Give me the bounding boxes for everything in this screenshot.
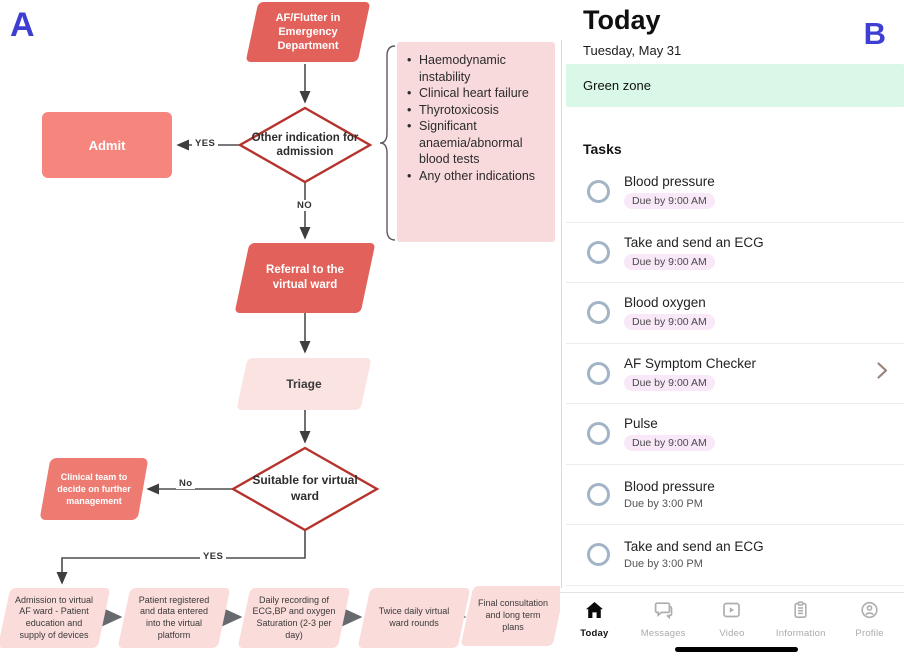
flow-step-1: Admission to virtual AF ward - Patient e… [0,588,111,648]
flow-step-2: Patient registered and data entered into… [117,588,231,648]
indication-item: Haemodynamic instability [407,52,547,85]
flow-node-referral: Referral to the virtual ward [234,243,376,313]
task-body: Take and send an ECG Due by 3:00 PM [624,539,764,570]
tab-video[interactable]: Video [698,593,767,648]
task-body: Blood oxygen Due by 9:00 AM [624,295,715,331]
edge-label-no2: No [176,478,196,489]
flow-node-start: AF/Flutter in Emergency Department [245,2,371,62]
tab-label: Messages [640,628,686,639]
task-due-text: Due by 3:00 PM [624,558,703,571]
video-icon [721,600,742,625]
home-indicator[interactable] [675,647,798,652]
flow-node-clinical-team: Clinical team to decide on further manag… [39,458,149,520]
task-title: Take and send an ECG [624,234,764,250]
decision-suitable-label: Suitable for virtual ward [252,473,358,503]
tab-label: Today [580,628,609,639]
flow-step-1-label: Admission to virtual AF ward - Patient e… [14,594,94,640]
panel-b-app: B Today Tuesday, May 31 Green zone Tasks… [560,0,904,660]
flow-node-triage-label: Triage [286,377,322,391]
task-due-badge: Due by 9:00 AM [624,253,715,270]
task-body: Take and send an ECG Due by 9:00 AM [624,235,764,270]
task-checkbox[interactable] [587,240,610,264]
task-checkbox[interactable] [587,301,610,325]
home-icon [584,600,605,625]
task-checkbox[interactable] [587,482,610,506]
indication-item: Thyrotoxicosis [407,102,547,119]
edge-label-yes1: YES [192,138,219,149]
flow-node-referral-label: Referral to the virtual ward [266,264,344,291]
indication-item: Clinical heart failure [407,85,547,102]
tab-today[interactable]: Today [560,593,629,648]
flow-step-4-label: Twice daily virtual ward rounds [378,606,450,628]
chevron-right-icon[interactable] [876,361,888,386]
date-label: Tuesday, May 31 [583,43,682,58]
flow-step-5: Final consultation and long term plans [460,586,566,646]
page-title: Today [583,5,661,35]
task-due-badge: Due by 9:00 AM [624,374,715,391]
panel-b-label: B [863,16,886,51]
indications-list: Haemodynamic instability Clinical heart … [407,52,547,184]
tab-messages[interactable]: Messages [629,593,698,648]
flow-node-triage: Triage [236,358,372,410]
task-title: Blood oxygen [624,295,706,311]
task-checkbox[interactable] [587,180,610,204]
edge-label-no1: NO [294,200,316,211]
flow-step-2-label: Patient registered and data entered into… [138,594,210,640]
task-row-ecg-pm[interactable]: Take and send an ECG Due by 3:00 PM [566,525,904,586]
tab-label: Information [775,628,826,639]
profile-icon [859,600,880,625]
task-due-text: Due by 3:00 PM [624,497,703,510]
task-row-blood-pressure-am[interactable]: Blood pressure Due by 9:00 AM [566,162,904,223]
task-row-ecg-am[interactable]: Take and send an ECG Due by 9:00 AM [566,223,904,283]
panel-a-flowchart: A AF/Flutter in Emergency Department Adm… [0,0,560,660]
information-icon [790,600,811,625]
task-title: Pulse [624,416,658,432]
indication-item: Significant anaemia/abnormal blood tests [407,118,547,168]
task-row-pulse[interactable]: Pulse Due by 9:00 AM [566,404,904,465]
task-due-badge: Due by 9:00 AM [624,314,715,331]
panel-a-label: A [10,6,35,44]
task-body: Blood pressure Due by 3:00 PM [624,479,715,510]
task-row-blood-pressure-pm[interactable]: Blood pressure Due by 3:00 PM [566,465,904,525]
tab-label: Video [719,628,745,639]
zone-banner-label: Green zone [583,78,651,93]
flow-node-admit: Admit [42,112,172,178]
task-title: Blood pressure [624,174,715,190]
brace [379,45,396,241]
edge-label-yes2: YES [200,551,227,562]
indication-item: Any other indications [407,168,547,185]
task-checkbox[interactable] [587,361,610,385]
tab-bar: Today Messages Video [560,592,904,652]
flow-step-3: Daily recording of ECG,BP and oxygen Sat… [237,588,351,648]
task-checkbox[interactable] [587,422,610,446]
flow-step-3-label: Daily recording of ECG,BP and oxygen Sat… [252,594,336,640]
messages-icon [653,600,674,625]
flow-node-clinical-team-label: Clinical team to decide on further manag… [57,471,131,507]
task-due-badge: Due by 9:00 AM [624,435,715,452]
task-list: Blood pressure Due by 9:00 AM Take and s… [566,162,904,586]
flow-step-5-label: Final consultation and long term plans [477,598,549,632]
phone-edge-divider [561,40,562,588]
flow-node-start-label: AF/Flutter in Emergency Department [275,11,341,53]
task-title: AF Symptom Checker [624,355,757,371]
tab-information[interactable]: Information [766,593,835,648]
task-title: Take and send an ECG [624,539,764,555]
tab-profile[interactable]: Profile [835,593,904,648]
decision-admission-label: Other indication for admission [251,131,359,158]
task-row-blood-oxygen[interactable]: Blood oxygen Due by 9:00 AM [566,283,904,344]
indications-note: Haemodynamic instability Clinical heart … [397,42,555,242]
flow-node-admit-label: Admit [88,137,126,153]
tasks-heading: Tasks [583,141,622,157]
task-checkbox[interactable] [587,543,610,567]
task-due-badge: Due by 9:00 AM [624,193,715,210]
task-row-af-symptom-checker[interactable]: AF Symptom Checker Due by 9:00 AM [566,344,904,404]
task-body: Blood pressure Due by 9:00 AM [624,174,715,210]
zone-banner: Green zone [566,64,904,107]
task-body: Pulse Due by 9:00 AM [624,416,715,452]
tab-label: Profile [855,628,884,639]
task-body: AF Symptom Checker Due by 9:00 AM [624,356,756,391]
task-title: Blood pressure [624,478,715,494]
flow-step-4: Twice daily virtual ward rounds [357,588,471,648]
